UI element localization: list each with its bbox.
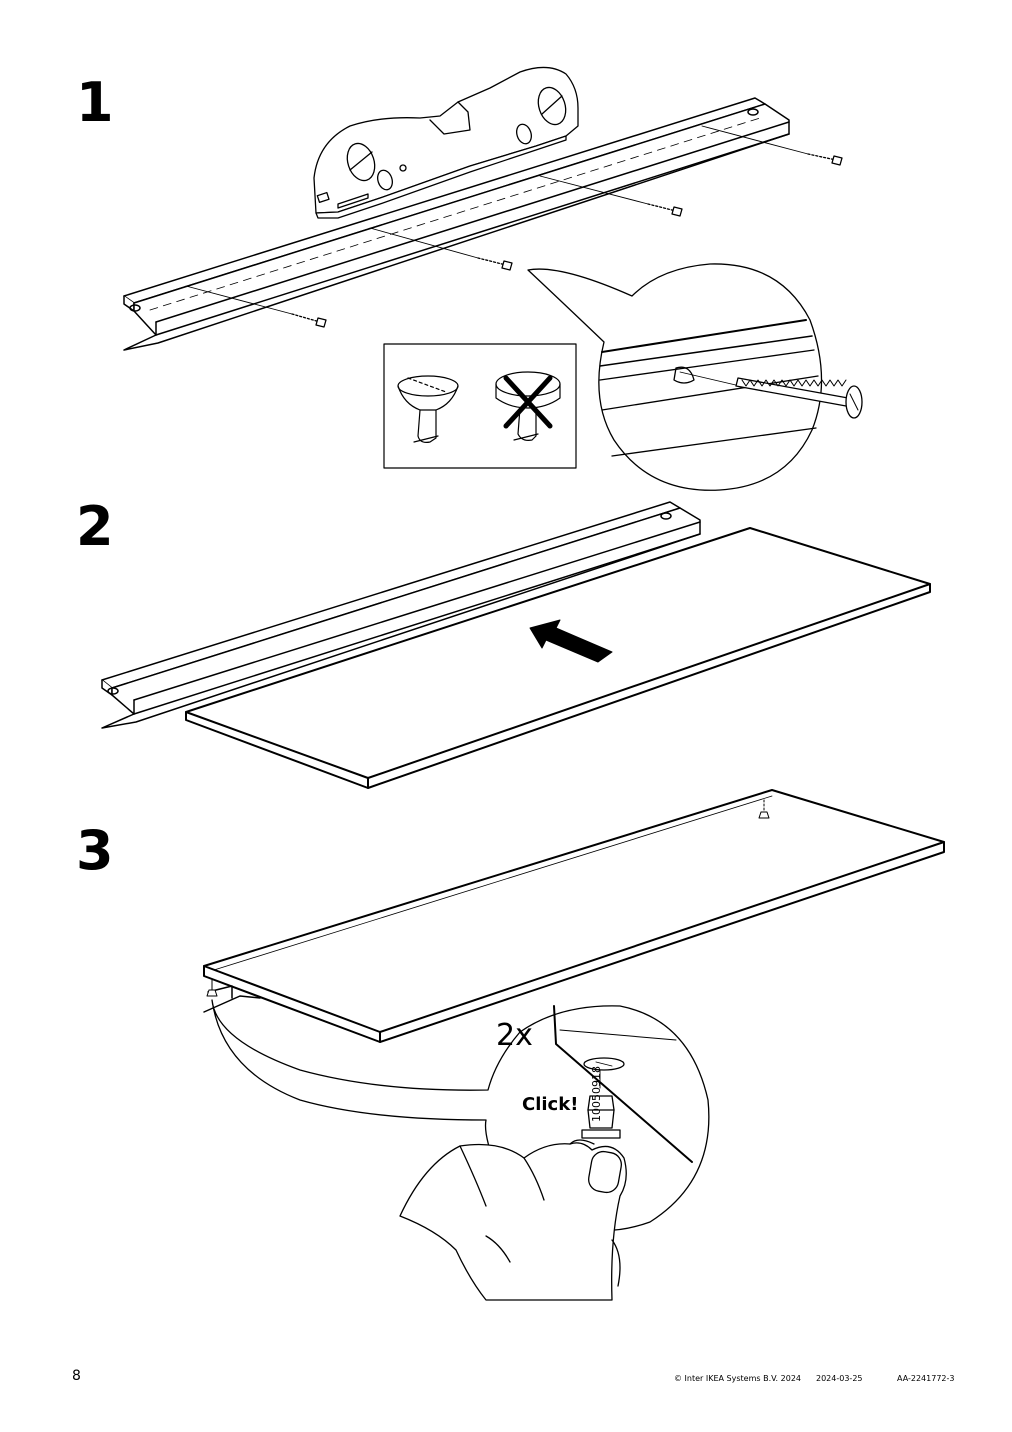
push-clip-icon [581, 1095, 621, 1139]
screw-closeup-icon [735, 377, 863, 419]
click-label: Click! [522, 1094, 579, 1115]
mounted-shelf [203, 789, 945, 1043]
screw-type-inset [383, 343, 577, 469]
step-2-illustration [101, 501, 931, 789]
document-id: AA-2241772-3 [897, 1374, 955, 1383]
spirit-level-icon [313, 66, 579, 219]
detail-magnifier [527, 263, 863, 491]
step-1-illustration [123, 66, 863, 491]
rail-underside [203, 985, 261, 1013]
wrong-pan-head-screw-icon [495, 371, 561, 441]
step-2-number: 2 [76, 495, 114, 558]
document-date: 2024-03-25 [816, 1374, 863, 1383]
wall-rail [123, 97, 790, 351]
screw-guides [185, 125, 809, 315]
step-3-illustration [203, 789, 945, 1301]
screw-icon [291, 153, 843, 328]
shelf-board [185, 527, 931, 789]
correct-countersunk-screw-icon [397, 375, 459, 443]
push-arrow-icon [529, 619, 613, 663]
copyright-notice: © Inter IKEA Systems B.V. 2024 [674, 1374, 801, 1383]
wall-rail [101, 501, 701, 729]
clip-fitting-icon [206, 799, 770, 997]
part-number: 10050918 [590, 1066, 603, 1122]
hand-icon [399, 1139, 627, 1301]
page-number: 8 [72, 1368, 81, 1384]
step-3-number: 3 [76, 819, 114, 882]
cross-icon [503, 375, 553, 429]
quantity-label: 2x [496, 1018, 533, 1053]
step-1-number: 1 [76, 71, 114, 134]
